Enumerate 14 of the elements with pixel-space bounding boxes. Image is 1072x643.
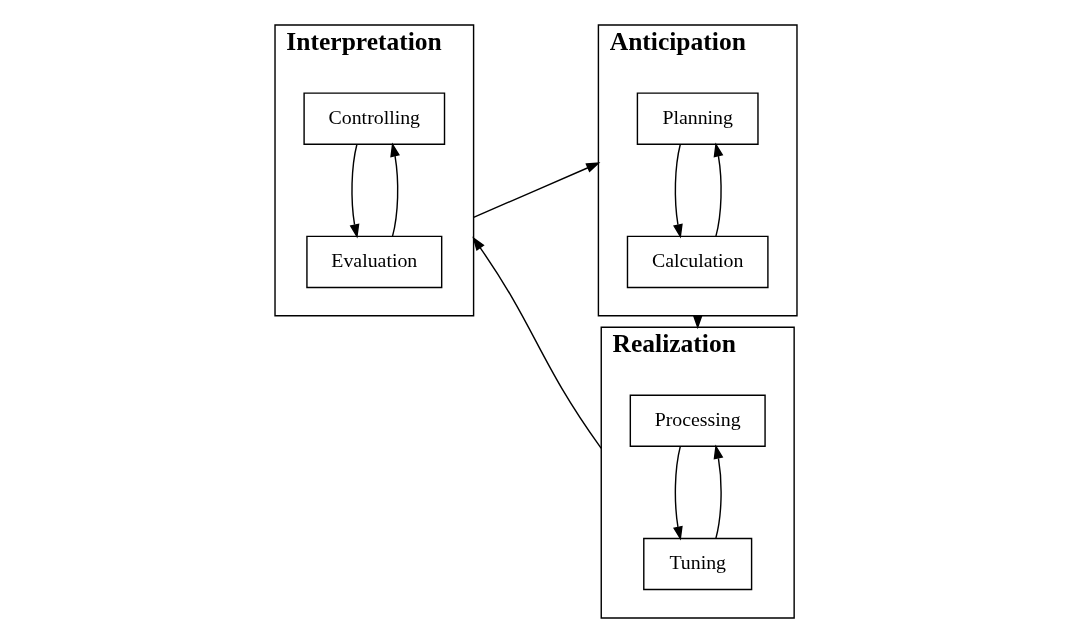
- arrow: [673, 143, 683, 239]
- node-box: Tuning: [643, 537, 753, 591]
- node-box: Evaluation: [306, 235, 443, 289]
- arrow: [349, 143, 360, 239]
- arrow: [713, 444, 724, 540]
- node-box: Planning: [636, 92, 759, 145]
- arrow: [472, 236, 602, 449]
- node-box: Calculation: [626, 235, 769, 289]
- arrow: [673, 445, 683, 541]
- arrow: [713, 142, 724, 238]
- node-box: Controlling: [303, 92, 446, 145]
- node-box: Processing: [629, 394, 766, 448]
- arrow: [390, 142, 400, 238]
- arrow: [472, 162, 601, 219]
